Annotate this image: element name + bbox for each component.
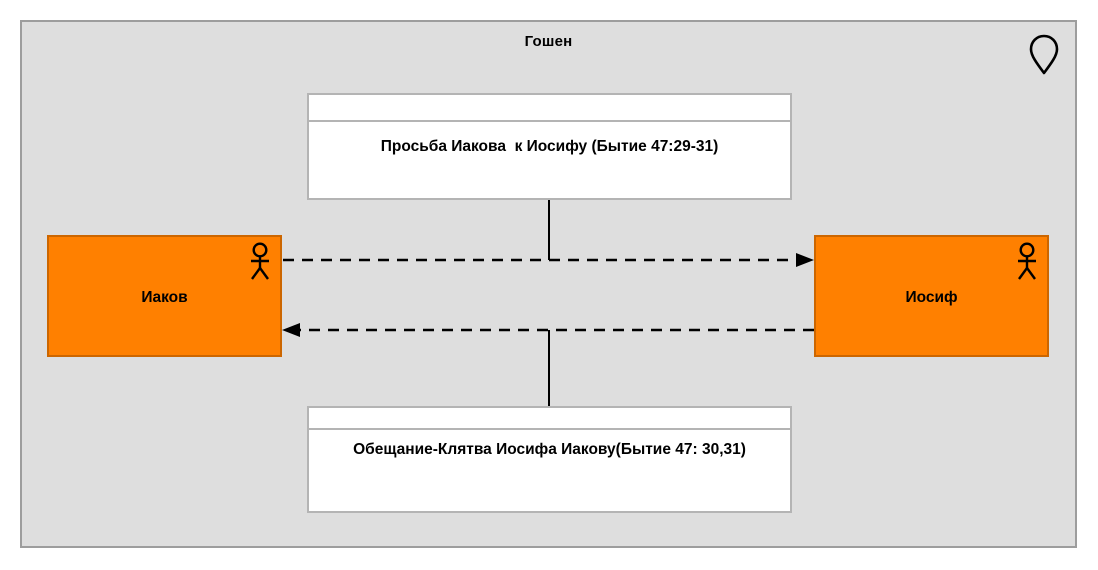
note-anchor-line-bottom xyxy=(548,330,550,406)
note-body: Просьба Иакова к Иосифу (Бытие 47:29-31) xyxy=(309,122,790,200)
actor-label: Иосиф xyxy=(905,289,958,306)
edge-jacob-to-joseph xyxy=(283,253,814,267)
note-promise[interactable]: Обещание-Клятва Иосифа Иакову(Бытие 47: … xyxy=(307,406,792,513)
note-text: Обещание-Клятва Иосифа Иакову(Бытие 47: … xyxy=(353,441,746,458)
note-anchor-line-top xyxy=(548,200,550,260)
note-text: Просьба Иакова к Иосифу (Бытие 47:29-31) xyxy=(380,138,719,155)
actor-label: Иаков xyxy=(141,289,188,306)
note-header-strip xyxy=(309,408,790,430)
actor-stick-figure-icon xyxy=(1015,242,1039,282)
package-title: Гошен xyxy=(524,33,573,50)
note-body: Обещание-Клятва Иосифа Иакову(Бытие 47: … xyxy=(309,430,790,513)
actor-jacob[interactable]: Иаков xyxy=(47,235,282,357)
location-pin-icon xyxy=(1027,32,1061,76)
edge-joseph-to-jacob xyxy=(282,323,814,337)
actor-stick-figure-icon xyxy=(248,242,272,282)
note-header-strip xyxy=(309,95,790,122)
note-request[interactable]: Просьба Иакова к Иосифу (Бытие 47:29-31) xyxy=(307,93,792,200)
actor-joseph[interactable]: Иосиф xyxy=(814,235,1049,357)
